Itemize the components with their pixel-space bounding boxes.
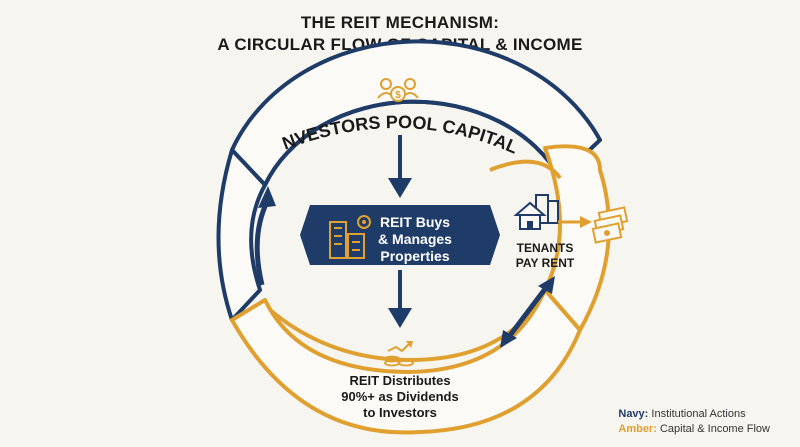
legend-navy-key: Navy: (618, 408, 649, 420)
title-line-1: THE REIT MECHANISM: (301, 13, 499, 32)
reit-label-line-1: REIT Buys (380, 214, 450, 230)
legend-amber: Amber: Capital & Income Flow (618, 422, 770, 437)
legend-navy-text: Institutional Actions (651, 408, 746, 420)
cash-stack-icon (591, 206, 629, 244)
house-buildings-icon (513, 194, 559, 230)
svg-text:$: $ (395, 90, 401, 101)
tenants-double-arrow (500, 276, 555, 348)
reit-manages-node (300, 205, 500, 265)
down-arrow-2 (388, 270, 412, 328)
coins-growth-icon (384, 341, 414, 367)
buildings-gear-icon (329, 215, 371, 259)
reit-label-line-2: & Manages (378, 231, 452, 247)
people-dollar-icon: $ (377, 78, 419, 102)
legend-amber-key: Amber: (618, 423, 657, 435)
dividends-label-line-1: REIT Distributes (349, 373, 450, 388)
rent-arrow (558, 216, 592, 228)
investors-band (230, 39, 602, 187)
legend-amber-text: Capital & Income Flow (659, 423, 770, 435)
tenants-label-line-1: TENANTS (517, 241, 574, 255)
legend-navy: Navy: Institutional Actions (618, 407, 770, 422)
legend: Navy: Institutional Actions Amber: Capit… (618, 407, 770, 437)
dividends-label-line-2: 90%+ as Dividends (341, 389, 458, 404)
dividends-label-line-3: to Investors (363, 405, 437, 420)
down-arrow-1 (388, 135, 412, 198)
reit-label-line-3: Properties (380, 248, 449, 264)
tenants-label-line-2: PAY RENT (516, 256, 575, 270)
